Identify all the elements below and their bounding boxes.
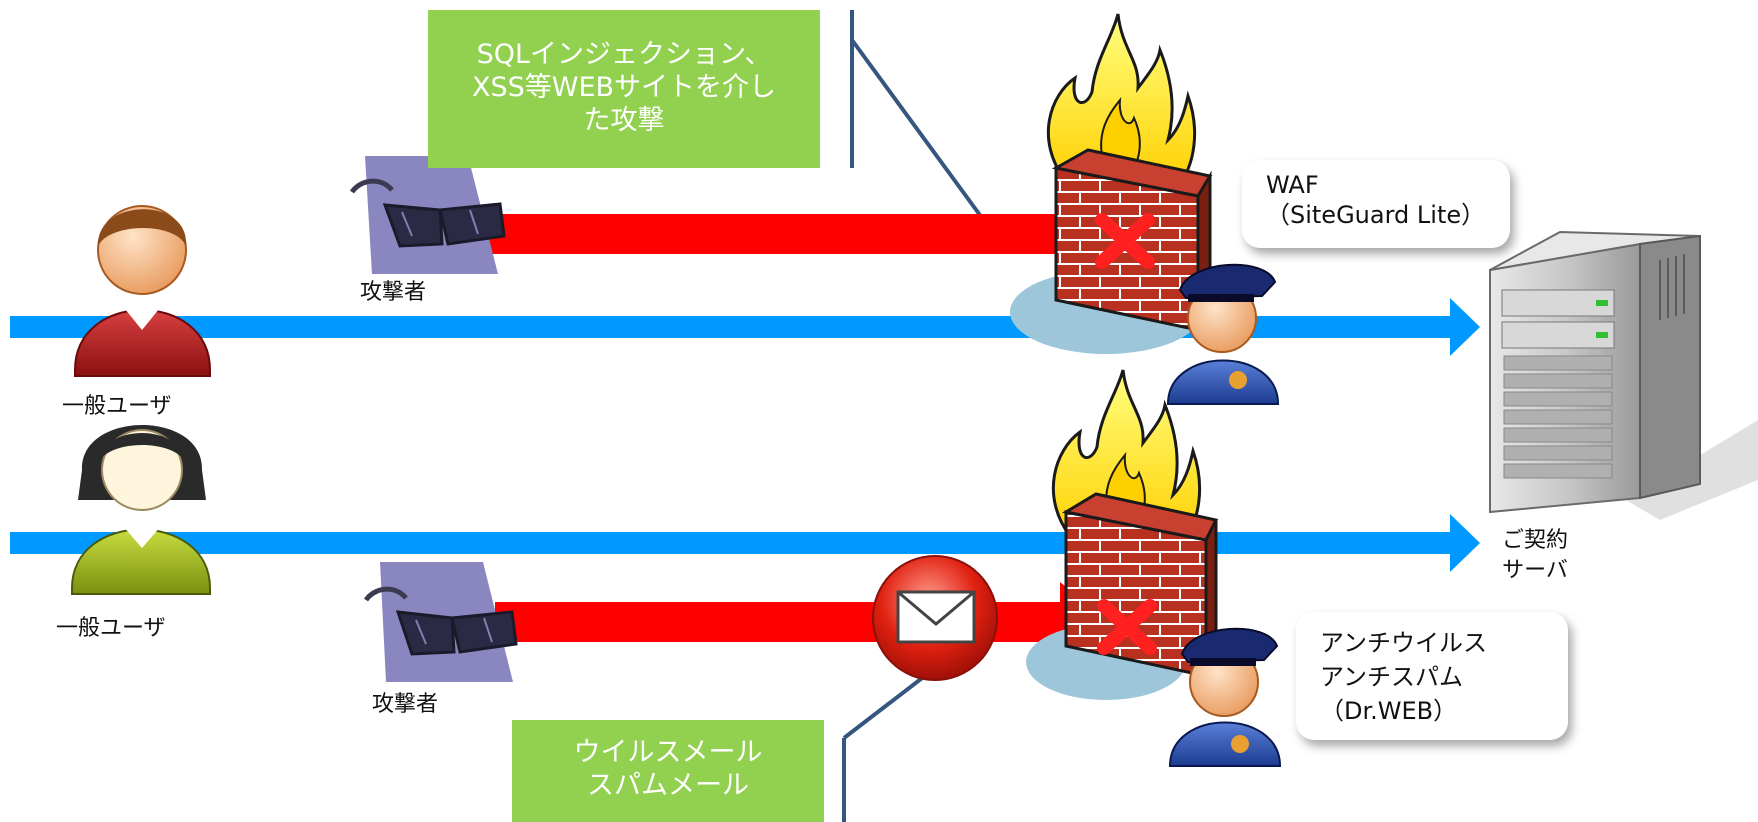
attack-type-line: ウイルスメール bbox=[573, 737, 763, 768]
antivirus-callout-line: （Dr.WEB） bbox=[1320, 697, 1458, 725]
blocked-x-icon bbox=[1097, 599, 1157, 655]
blocked-x-icon bbox=[1095, 213, 1155, 269]
user-label-bottom: 一般ユーザ bbox=[56, 616, 166, 641]
attacker-label-top: 攻撃者 bbox=[360, 280, 427, 305]
waf-callout-line: WAF bbox=[1266, 171, 1319, 199]
server-label-line: サーバ bbox=[1502, 558, 1568, 583]
guard-icon bbox=[1168, 627, 1282, 767]
attack-arrow-bottom bbox=[495, 582, 1108, 662]
user-male-icon bbox=[74, 205, 211, 377]
pointer-line-top bbox=[850, 10, 987, 224]
guard-icon bbox=[1166, 263, 1280, 405]
attack-arrow-top bbox=[480, 194, 1115, 274]
normal-traffic-arrow-top bbox=[10, 298, 1480, 356]
attacker-glasses-icon bbox=[363, 562, 518, 682]
waf-callout-line: （SiteGuard Lite） bbox=[1266, 201, 1486, 229]
firewall-icon bbox=[1010, 13, 1213, 354]
server-label: ご契約 サーバ bbox=[1502, 526, 1568, 586]
pointer-line-bottom bbox=[842, 670, 932, 822]
user-female-icon bbox=[71, 425, 211, 595]
attacker-label-bottom: 攻撃者 bbox=[372, 692, 439, 717]
attack-type-box-mail: ウイルスメール スパムメール bbox=[512, 720, 824, 822]
attack-type-line: た攻撃 bbox=[583, 105, 665, 136]
antivirus-callout-line: アンチスパム bbox=[1320, 663, 1464, 691]
normal-traffic-arrow-bottom bbox=[10, 514, 1480, 572]
attack-type-line: スパムメール bbox=[587, 770, 749, 801]
antivirus-callout-line: アンチウイルス bbox=[1320, 629, 1488, 657]
server-label-line: ご契約 bbox=[1502, 528, 1569, 553]
user-label-top: 一般ユーザ bbox=[62, 394, 172, 419]
mail-icon bbox=[872, 555, 998, 681]
waf-callout: WAF （SiteGuard Lite） bbox=[1242, 160, 1510, 248]
attacker-glasses-icon bbox=[349, 156, 506, 274]
attack-type-line: XSS等WEBサイトを介し bbox=[471, 72, 777, 103]
server-icon bbox=[1489, 230, 1758, 520]
attack-type-line: SQLインジェクション、 bbox=[476, 39, 772, 70]
attack-type-box-web: SQLインジェクション、 XSS等WEBサイトを介し た攻撃 bbox=[428, 10, 820, 168]
antivirus-callout: アンチウイルス アンチスパム （Dr.WEB） bbox=[1296, 612, 1568, 740]
